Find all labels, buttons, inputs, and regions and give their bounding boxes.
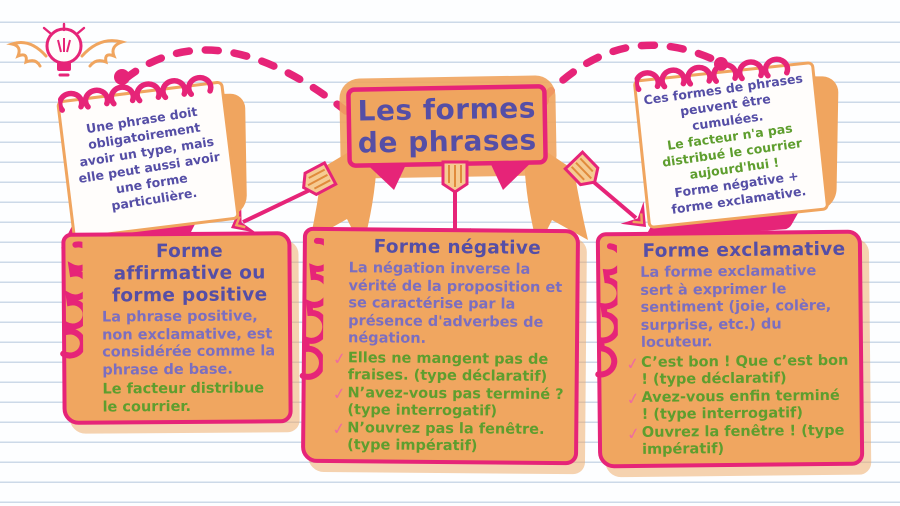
- example-item: ✓ Ouvrez la fenêtre ! (type impératif): [625, 422, 845, 458]
- example-item: ✓ N’avez-vous pas terminé ? (type interr…: [331, 382, 564, 420]
- example-item: ✓ N’ouvrez pas la fenêtre. (type impérat…: [331, 417, 545, 455]
- page-title: Les formes de phrases: [346, 86, 547, 165]
- coil-edge-icon: [299, 237, 324, 380]
- example-item: ✓ Avez-vous enfin terminé ! (type interr…: [625, 387, 840, 423]
- check-icon: ✓: [625, 387, 642, 409]
- panel-exclamative-title: Forme exclamative: [642, 238, 846, 262]
- page-title-line2: de phrases: [357, 123, 537, 160]
- example-item: ✓ C’est bon ! Que c’est bon ! (type décl…: [624, 352, 849, 388]
- panel-negative: Forme négative La négation inverse la vé…: [299, 226, 581, 465]
- check-icon: ✓: [331, 347, 348, 369]
- panel-affirmative: Forme affirmative ou forme positive La p…: [60, 231, 293, 425]
- panel-affirmative-title: Forme affirmative ou forme positive: [111, 240, 268, 307]
- coil-edge-icon: [60, 241, 84, 359]
- check-icon: ✓: [331, 382, 348, 404]
- panel-affirmative-example: Le facteur distribue le courrier.: [102, 380, 265, 416]
- page-title-line1: Les formes: [357, 91, 537, 128]
- panel-negative-body: La négation inverse la vérité de la prop…: [347, 260, 563, 347]
- panel-affirmative-body: La phrase positive, non exclamative, est…: [101, 308, 276, 379]
- arrow-shaft-left: [242, 187, 313, 224]
- example-item: ✓ Elles ne mangent pas de fraises. (type…: [331, 347, 549, 385]
- winged-lightbulb-icon: [6, 22, 128, 77]
- arrow-shaft-right: [587, 176, 638, 220]
- note-left: Une phrase doit obligatoirement avoir un…: [56, 74, 248, 250]
- panel-exclamative: Forme exclamative La forme exclamative s…: [595, 229, 865, 468]
- check-icon: ✓: [331, 417, 347, 439]
- panel-exclamative-body: La forme exclamative sert à exprimer le …: [640, 263, 832, 351]
- note-right: Ces formes de phrases peuvent être cumul…: [632, 56, 839, 240]
- note-left-text: Une phrase doit obligatoirement avoir un…: [67, 101, 228, 219]
- panel-negative-title: Forme négative: [373, 236, 542, 259]
- check-icon: ✓: [625, 422, 642, 444]
- coil-edge-icon: [595, 243, 619, 378]
- check-icon: ✓: [624, 352, 641, 374]
